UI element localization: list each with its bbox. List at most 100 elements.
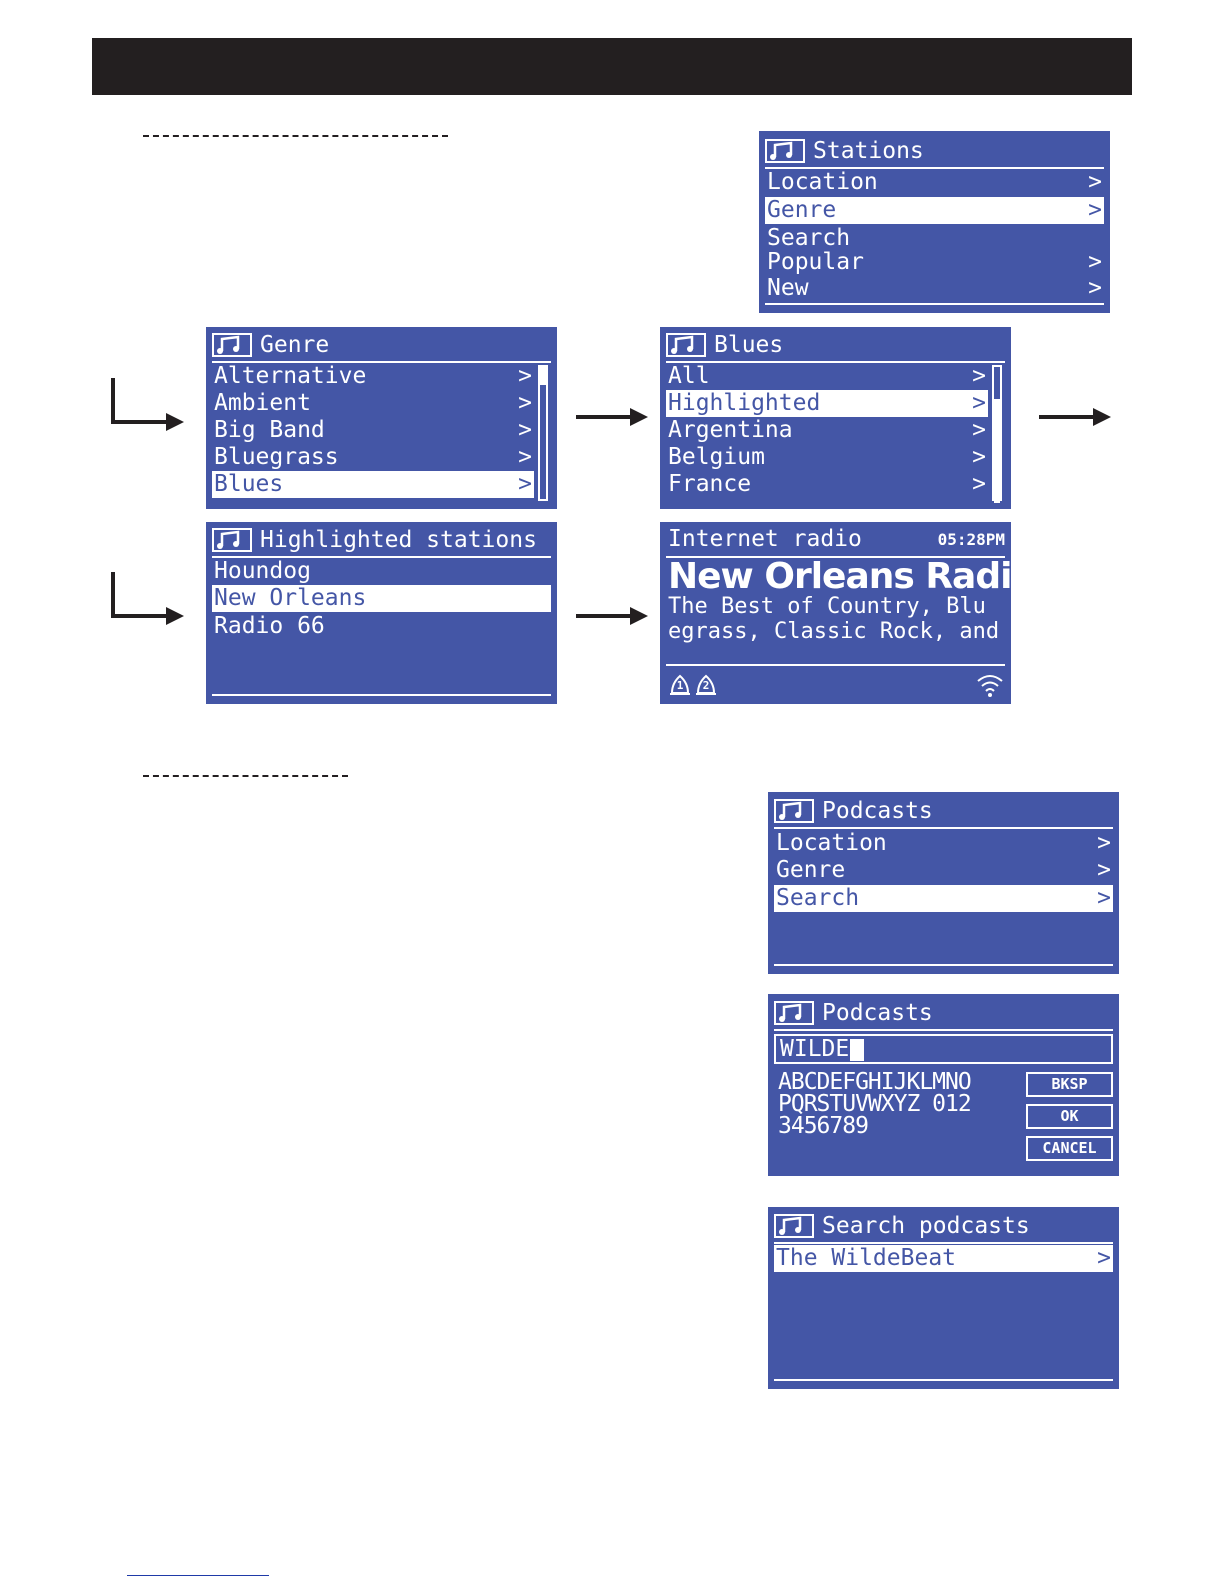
scrollbar-thumb[interactable]: [994, 399, 1000, 503]
menu-item-new[interactable]: New >: [765, 275, 1104, 302]
menu-item-ambient[interactable]: Ambient>: [212, 390, 534, 417]
menu-item-label: Genre: [776, 857, 846, 883]
chevron-right-icon: >: [1088, 249, 1102, 275]
status-separator: [666, 664, 1005, 666]
chevron-right-icon: >: [972, 363, 986, 389]
menu-item-label: Location: [767, 169, 878, 195]
menu-item-alternative[interactable]: Alternative>: [212, 363, 534, 390]
menu-item-label: France: [668, 471, 752, 497]
menu-item-label: Alternative: [214, 363, 367, 389]
menu-item-location[interactable]: Location >: [765, 169, 1104, 196]
chevron-right-icon: >: [1097, 885, 1111, 911]
menu-item-label: Search: [767, 225, 851, 251]
search-input-value: WILDE: [780, 1036, 850, 1062]
menu-item-label: Location: [776, 830, 887, 856]
highlighted-stations-screen: Highlighted stations Houndog New Orleans…: [206, 522, 557, 704]
menu-item-label: Bluegrass: [214, 444, 339, 470]
search-podcasts-results-screen: Search podcasts The WildeBeat >: [768, 1207, 1119, 1389]
menu-item-big-band[interactable]: Big Band>: [212, 417, 534, 444]
title-separator: [765, 167, 1104, 169]
menu-item-blues[interactable]: Blues >: [212, 471, 534, 498]
menu-item-new-orleans[interactable]: New Orleans: [212, 585, 551, 612]
cancel-button[interactable]: CANCEL: [1026, 1136, 1113, 1161]
screen-title: Stations: [765, 136, 1104, 166]
chevron-right-icon: >: [1088, 197, 1102, 223]
menu-item-genre[interactable]: Genre>: [774, 857, 1113, 884]
menu-item-label: Ambient: [214, 390, 311, 416]
music-note-icon: [212, 333, 252, 357]
menu-item-label: Genre: [767, 197, 837, 223]
preset-icon-2: 2: [694, 673, 718, 697]
menu-item-highlighted[interactable]: Highlighted>: [666, 390, 988, 417]
menu-item-houndog[interactable]: Houndog: [212, 558, 551, 585]
menu-item-label: Highlighted: [668, 390, 821, 416]
chevron-right-icon: >: [518, 471, 532, 497]
menu-item-argentina[interactable]: Argentina >: [666, 417, 988, 444]
backspace-button[interactable]: BKSP: [1026, 1072, 1113, 1097]
menu-item-label: Blues: [214, 471, 284, 497]
menu-item-label: Popular: [767, 249, 864, 275]
scrollbar[interactable]: [538, 365, 548, 501]
preset-number: 1: [676, 679, 684, 692]
title-separator: [774, 827, 1113, 829]
search-input[interactable]: WILDE: [774, 1034, 1113, 1064]
station-description-line-2: egrass, Classic Rock, and: [668, 619, 1000, 644]
menu-item-radio-66[interactable]: Radio 66: [212, 613, 551, 640]
title-separator: [212, 556, 551, 558]
keyboard-row-3[interactable]: 3456789: [778, 1113, 869, 1139]
preset-icon-1: 1: [668, 673, 692, 697]
scrollbar-thumb[interactable]: [540, 367, 546, 385]
stations-screen: Stations Location > Genre > Search Popular…: [759, 131, 1110, 313]
chevron-right-icon: >: [1097, 830, 1111, 856]
menu-item-popular[interactable]: Popular >: [765, 249, 1104, 276]
scrollbar[interactable]: [992, 365, 1002, 503]
music-note-icon: [666, 333, 706, 357]
menu-item-france[interactable]: France>: [666, 471, 988, 498]
bottom-separator: [212, 694, 551, 696]
chevron-right-icon: >: [1097, 1245, 1111, 1271]
menu-item-bluegrass[interactable]: Bluegrass >: [212, 444, 534, 471]
screen-title-text: Highlighted stations: [260, 527, 537, 553]
screen-title: Search podcasts: [774, 1211, 1113, 1241]
music-note-icon: [774, 1214, 814, 1238]
ok-button[interactable]: OK: [1026, 1104, 1113, 1129]
music-note-icon: [765, 139, 805, 163]
keyboard-row-1[interactable]: ABCDEFGHIJKLMNO: [778, 1069, 972, 1095]
keyboard-row-2[interactable]: PQRSTUVWXYZ 012: [778, 1091, 972, 1117]
menu-item-search[interactable]: Search>: [774, 885, 1113, 912]
source-label: Internet radio: [668, 526, 862, 552]
chevron-right-icon: >: [972, 417, 986, 443]
chevron-right-icon: >: [1088, 275, 1102, 301]
title-separator: [774, 1029, 1113, 1031]
menu-item-location[interactable]: Location >: [774, 830, 1113, 857]
station-name: New Orleans Radio: [668, 556, 1011, 597]
menu-item-all[interactable]: All >: [666, 363, 988, 390]
screen-title-text: Search podcasts: [822, 1213, 1030, 1239]
chevron-right-icon: >: [972, 444, 986, 470]
music-note-icon: [774, 1001, 814, 1025]
screen-title-text: Blues: [714, 332, 784, 358]
menu-item-label: All: [668, 363, 710, 389]
screen-title: Blues: [666, 330, 1005, 360]
screen-title: Podcasts: [774, 998, 1113, 1028]
screen-title-text: Podcasts: [822, 1000, 933, 1026]
menu-item-label: Argentina: [668, 417, 793, 443]
screen-title: Highlighted stations: [212, 525, 551, 555]
clock-time: 05:28PM: [937, 530, 1005, 549]
genre-screen: Genre Alternative> Ambient> Big Band> Bl…: [206, 327, 557, 509]
menu-item-label: Radio 66: [214, 613, 325, 639]
menu-item-search[interactable]: Search: [765, 225, 1104, 252]
chevron-right-icon: >: [518, 444, 532, 470]
chevron-right-icon: >: [1088, 169, 1102, 195]
menu-item-genre[interactable]: Genre >: [765, 197, 1104, 224]
search-result-label: The WildeBeat: [776, 1245, 957, 1271]
screen-title: Genre: [212, 330, 551, 360]
search-result-item[interactable]: The WildeBeat >: [774, 1245, 1113, 1272]
preset-number: 2: [702, 679, 710, 692]
flow-arrow-right-3: [576, 607, 648, 625]
music-note-icon: [212, 528, 252, 552]
bottom-separator: [774, 1379, 1113, 1381]
menu-item-label: New: [767, 275, 809, 301]
menu-item-belgium[interactable]: Belgium>: [666, 444, 988, 471]
bottom-separator: [765, 303, 1104, 305]
